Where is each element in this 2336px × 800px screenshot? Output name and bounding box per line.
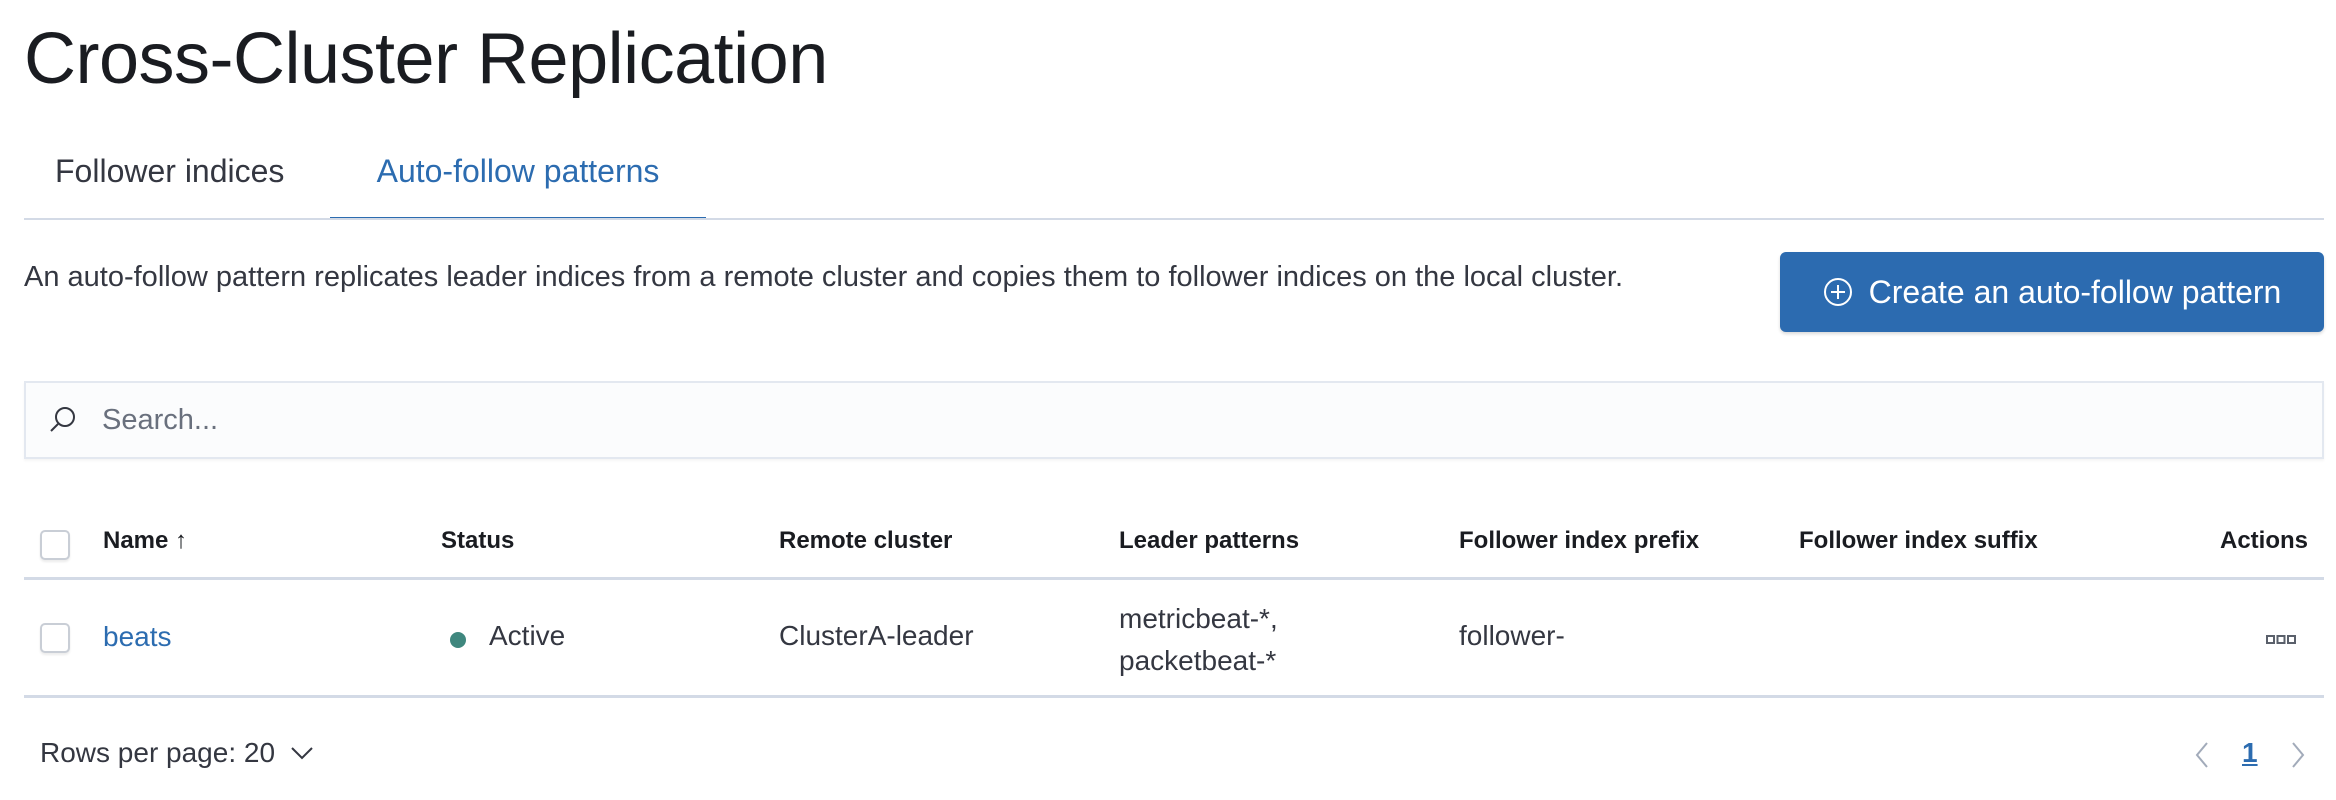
status-badge: Active [489,620,566,651]
actions-menu-button[interactable] [2266,633,2296,651]
row-checkbox[interactable] [40,623,70,653]
column-header-follower-prefix: Follower index prefix [1459,527,1700,554]
prefix-cell: follower- [1459,620,1565,651]
search-icon [50,407,75,432]
chevron-right-icon[interactable] [2290,740,2306,770]
plus-in-circle-icon [1823,278,1852,306]
leader-pattern: packetbeat-* [1119,645,1277,676]
column-header-actions: Actions [2219,527,2308,554]
header-divider [24,577,2324,580]
pattern-name-link[interactable]: beats [103,621,172,652]
page-title: Cross-Cluster Replication [24,19,828,99]
column-header-follower-suffix: Follower index suffix [1799,527,2038,554]
column-header-status: Status [441,527,515,554]
tab-follower-indices[interactable]: Follower indices [55,153,285,189]
leader-patterns-cell: metricbeat-*, packetbeat-* [1119,598,1278,682]
row-divider [24,695,2324,698]
chevron-down-icon [291,747,313,760]
chevron-left-icon[interactable] [2194,740,2210,770]
more-actions-icon [2266,635,2296,644]
search-input[interactable] [100,402,2104,438]
tab-auto-follow-patterns[interactable]: Auto-follow patterns [330,146,706,220]
column-label: Name [103,527,169,554]
status-dot-icon [450,632,466,648]
create-button-label: Create an auto-follow pattern [1868,273,2282,310]
rows-per-page-label: Rows per page: 20 [40,737,276,768]
rows-per-page-button[interactable]: Rows per page: 20 [40,737,315,769]
page-1-button[interactable]: 1 [2242,737,2258,768]
leader-pattern: metricbeat-*, [1119,603,1278,634]
column-header-name[interactable]: Name ↑ [103,527,187,555]
tabs-divider [24,218,2324,220]
create-auto-follow-pattern-button[interactable]: Create an auto-follow pattern [1780,252,2324,332]
search-bar[interactable] [24,381,2324,459]
remote-cluster-cell: ClusterA-leader [779,620,974,651]
column-header-leader-patterns: Leader patterns [1119,527,1300,554]
select-all-checkbox[interactable] [40,530,70,560]
page-description: An auto-follow pattern replicates leader… [24,261,1624,293]
column-header-remote-cluster: Remote cluster [779,527,953,554]
sort-ascending-icon: ↑ [175,527,188,554]
